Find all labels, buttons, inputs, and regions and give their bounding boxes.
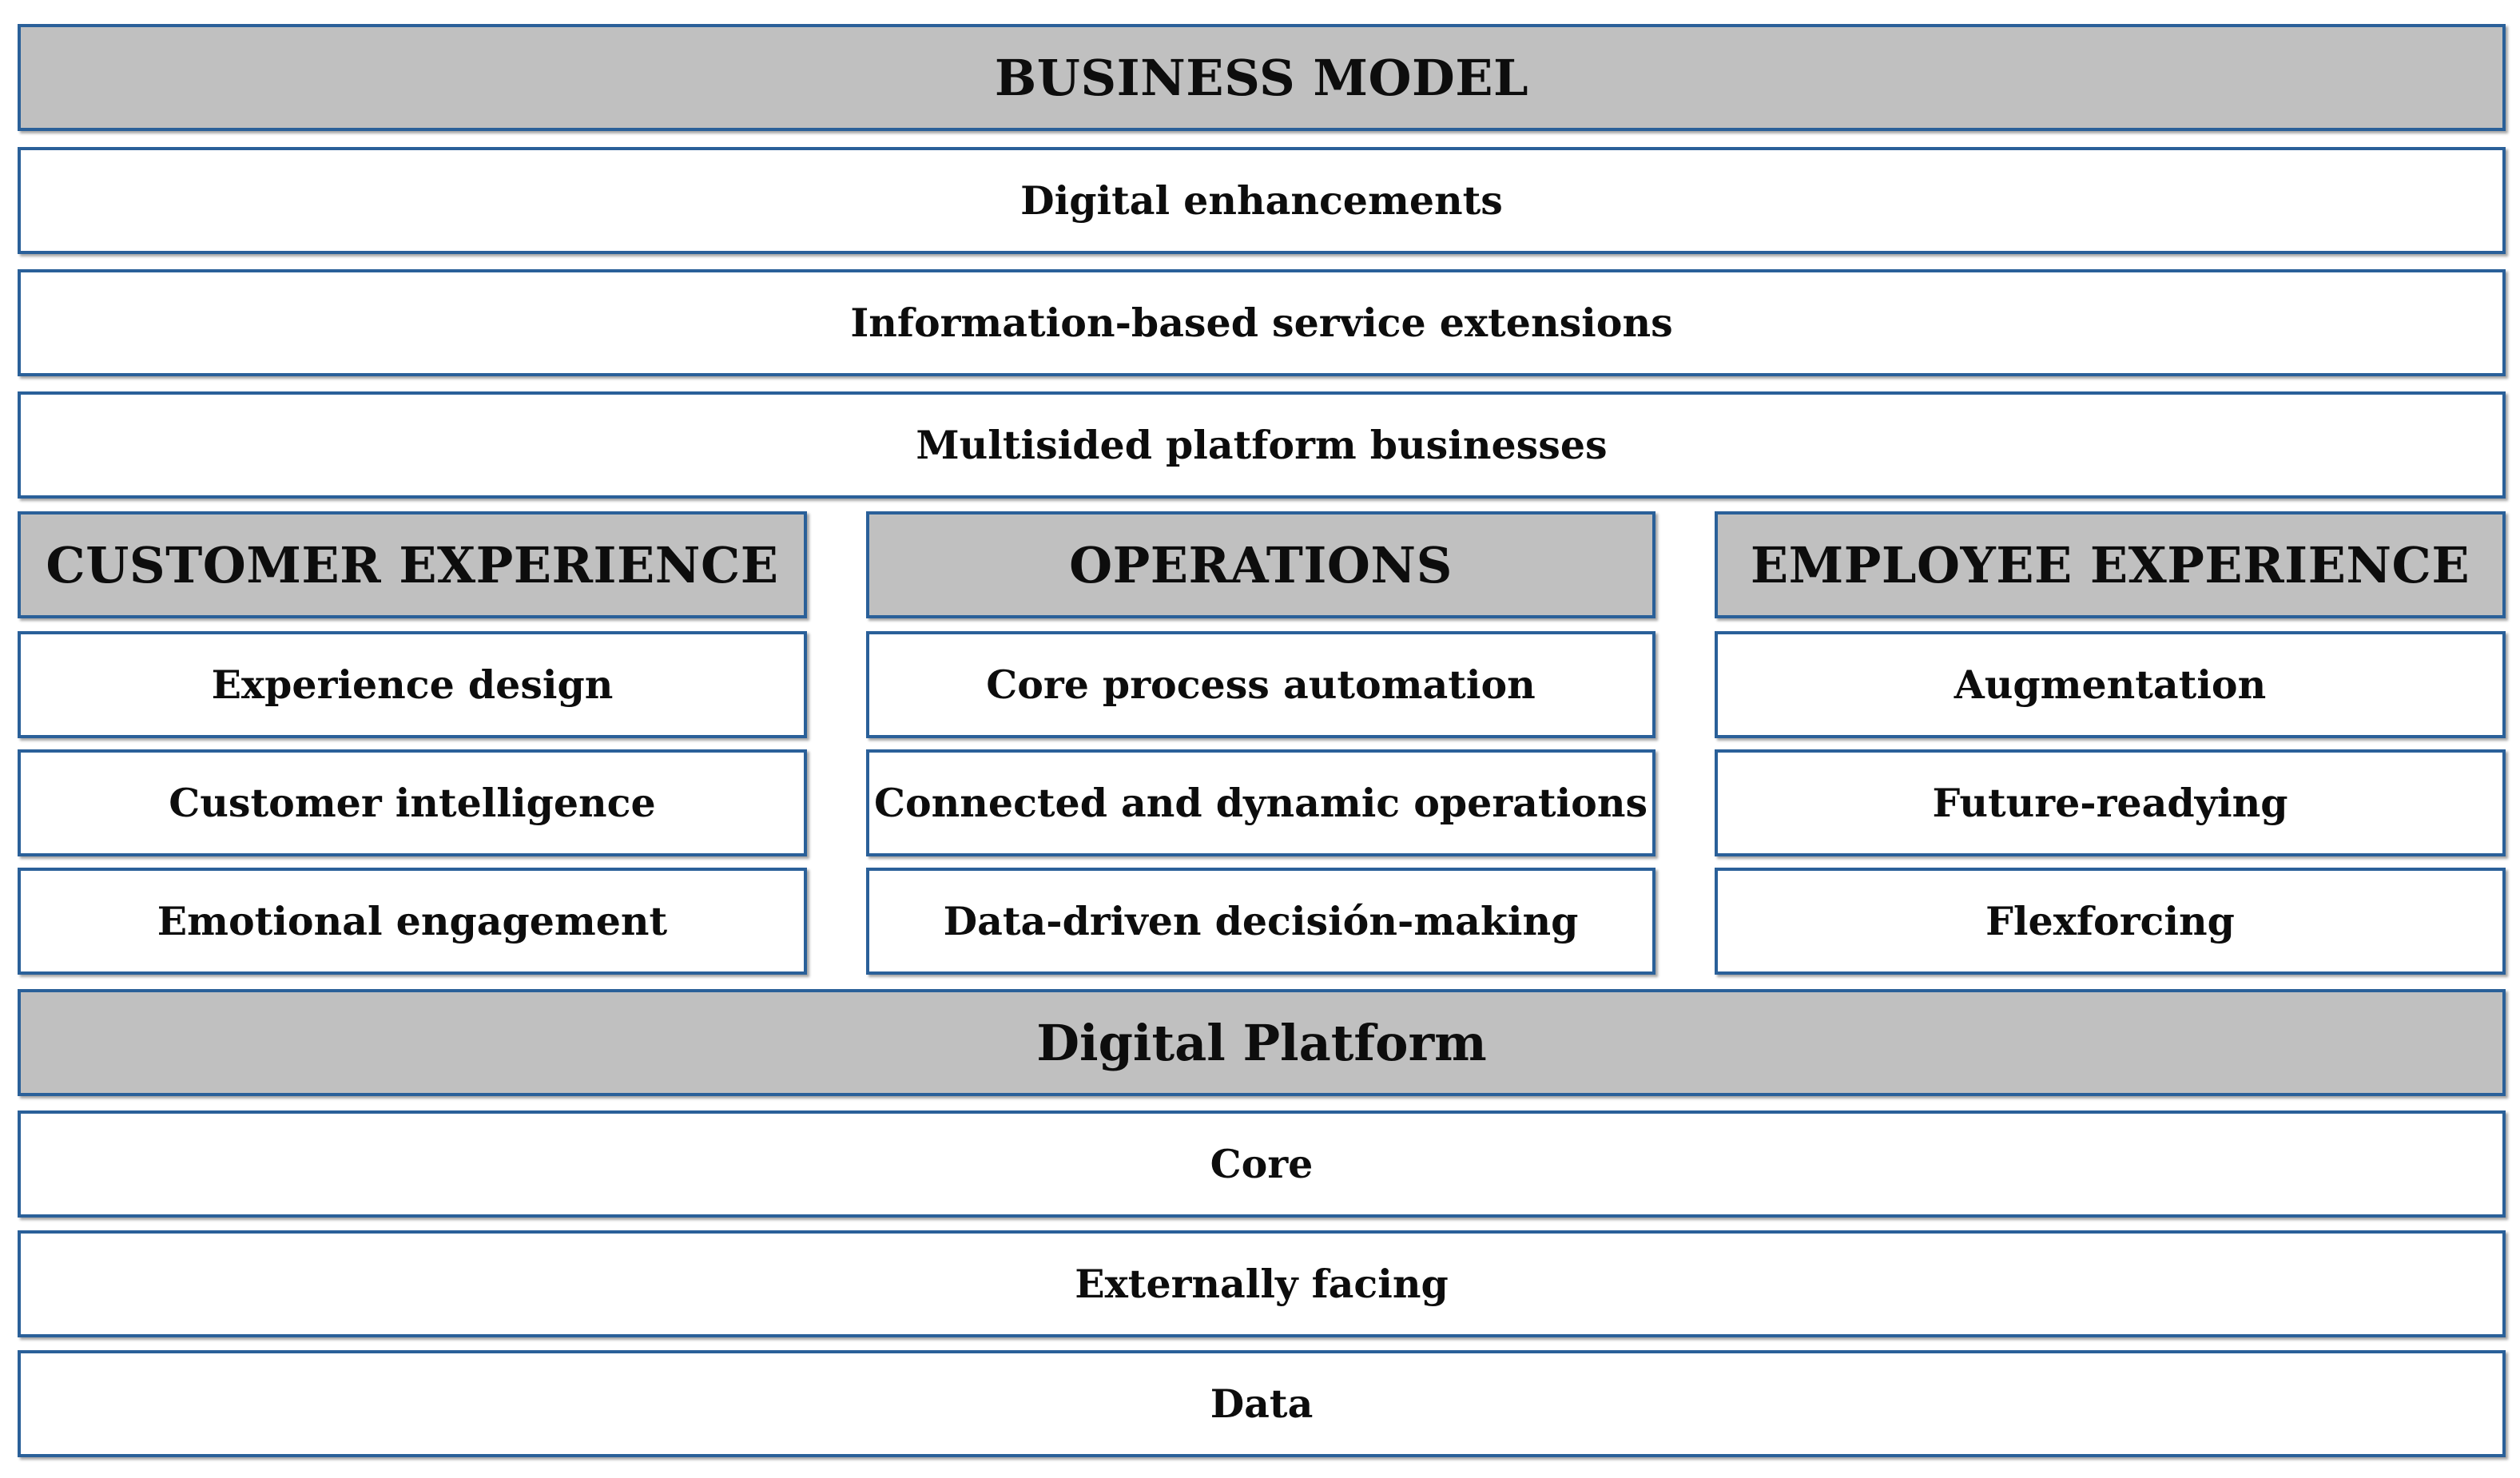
customer-experience-item-experience-design: Experience design [18,631,807,738]
digital-platform-item-core: Core [18,1110,2506,1218]
digital-platform-item-externally-facing: Externally facing [18,1230,2506,1337]
business-model-header: BUSINESS MODEL [18,24,2506,131]
employee-experience-header: EMPLOYEE EXPERIENCE [1715,511,2506,618]
employee-experience-item-future-readying: Future-readying [1715,749,2506,856]
operations-item-connected-and-dynamic-operations: Connected and dynamic operations [866,749,1655,856]
employee-experience-item-flexforcing: Flexforcing [1715,868,2506,975]
customer-experience-item-emotional-engagement: Emotional engagement [18,868,807,975]
business-model-item-multisided-platform-businesses: Multisided platform businesses [18,391,2506,499]
digital-platform-item-data: Data [18,1350,2506,1457]
operations-item-core-process-automation: Core process automation [866,631,1655,738]
employee-experience-item-augmentation: Augmentation [1715,631,2506,738]
operations-header: OPERATIONS [866,511,1655,618]
business-model-item-digital-enhancements: Digital enhancements [18,147,2506,254]
customer-experience-item-customer-intelligence: Customer intelligence [18,749,807,856]
operations-item-data-driven-decision-making: Data-driven decisión-making [866,868,1655,975]
business-model-item-information-based-service-extensions: Information-based service extensions [18,269,2506,376]
customer-experience-header: CUSTOMER EXPERIENCE [18,511,807,618]
digital-platform-header: Digital Platform [18,989,2506,1096]
